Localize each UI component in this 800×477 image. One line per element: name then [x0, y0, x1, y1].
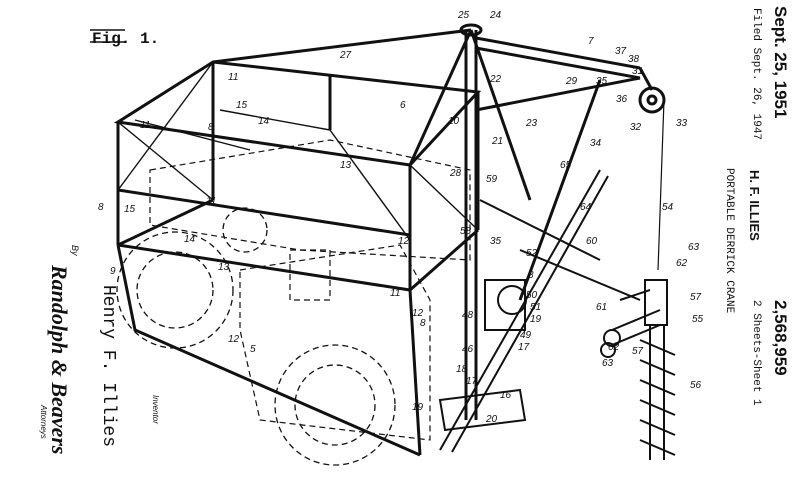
reference-numeral: 8	[420, 318, 426, 329]
attorneys-label: Attorneys	[39, 405, 48, 439]
reference-numeral: 56	[690, 380, 702, 391]
inventor-label: Inventor	[151, 395, 160, 424]
reference-numeral: 22	[489, 74, 502, 85]
inventor-name: Henry F. Illies	[98, 285, 118, 448]
reference-numeral: 8	[98, 202, 104, 213]
reference-numeral: 48	[462, 310, 474, 321]
reference-numeral: 12	[412, 308, 424, 319]
reference-numeral: 19	[412, 402, 424, 413]
reference-numeral: 11	[228, 72, 238, 83]
issue-date: Sept. 25, 1951	[771, 6, 790, 119]
reference-numeral: 15	[236, 100, 248, 111]
hoist-assembly	[438, 169, 641, 453]
reference-numeral: 46	[462, 344, 474, 355]
reference-numeral: 15	[124, 204, 136, 215]
reference-numeral: 49	[520, 330, 532, 341]
reference-numeral: 63	[602, 358, 614, 369]
reference-numeral: 34	[590, 138, 602, 149]
reference-numeral: 65	[560, 160, 572, 171]
auger	[600, 279, 676, 460]
reference-numeral: 17	[466, 376, 478, 387]
reference-numeral: 60	[586, 236, 598, 247]
inventor-header: H. F. ILLIES	[747, 170, 762, 241]
canopy-frame	[113, 60, 482, 457]
reference-numeral: 55	[692, 314, 704, 325]
reference-numeral: 57	[690, 292, 702, 303]
figure-label: Fig. 1.	[92, 30, 160, 48]
cable	[657, 99, 665, 271]
reference-numeral: 8	[208, 122, 214, 133]
reference-numeral: 62	[676, 258, 688, 269]
reference-numeral: 38	[628, 54, 640, 65]
reference-numeral: 5	[250, 344, 256, 355]
bracing	[117, 61, 479, 241]
steering-wheel	[222, 207, 268, 253]
reference-numeral: 14	[258, 116, 270, 127]
reference-numeral: 13	[218, 262, 230, 273]
reference-numeral: 21	[491, 136, 503, 147]
reference-numeral: 25	[457, 10, 470, 21]
reference-numeral: 54	[662, 202, 674, 213]
attorneys-signature: Randolph & Beavers	[47, 265, 72, 455]
reference-numeral: 7	[588, 36, 594, 47]
reference-numeral: 11	[390, 288, 400, 299]
filed-date: Filed Sept. 26, 1947	[750, 8, 762, 141]
reference-numeral: 57	[632, 346, 644, 357]
vehicle-body	[149, 139, 471, 441]
reference-numeral: 16	[500, 390, 512, 401]
reference-numeral: 6	[400, 100, 406, 111]
reference-numeral: 51	[530, 302, 541, 313]
reference-numeral: 50	[526, 290, 538, 301]
reference-numeral: 12	[228, 334, 240, 345]
patent-number: 2,568,959	[771, 300, 790, 376]
reference-numeral: 11	[140, 120, 150, 131]
reference-numeral: 29	[565, 76, 578, 87]
derrick-mast	[212, 23, 532, 420]
reference-numeral: 24	[489, 10, 502, 21]
reference-numeral: 62	[608, 342, 620, 353]
reference-numeral: 11	[206, 196, 216, 207]
reference-numeral: 12	[398, 236, 410, 247]
reference-numeral: 27	[339, 50, 352, 61]
sheet-count: 2 Sheets-Sheet 1	[750, 300, 762, 406]
reference-numeral: 37	[615, 46, 627, 57]
reference-numeral: 35	[596, 76, 608, 87]
reference-numeral: 13	[340, 160, 352, 171]
reference-numeral: 36	[616, 94, 628, 105]
reference-numeral: 31	[632, 66, 643, 77]
reference-numeral: 10	[448, 116, 460, 127]
reference-numeral: 32	[630, 122, 642, 133]
reference-numeral: 20	[485, 414, 498, 425]
reference-numeral: 14	[184, 234, 196, 245]
reference-numeral: 23	[525, 118, 538, 129]
patent-title: PORTABLE DERRICK CRANE	[723, 168, 735, 314]
reference-numeral: 28	[449, 168, 462, 179]
reference-numeral: 64	[580, 202, 592, 213]
reference-numeral: 58	[460, 226, 472, 237]
reference-numeral: 61	[596, 302, 607, 313]
reference-numeral: 8	[528, 270, 534, 281]
reference-numeral: 33	[676, 118, 688, 129]
reference-numeral: 17	[518, 342, 530, 353]
reference-numeral: 19	[530, 314, 542, 325]
reference-numeral: 59	[486, 174, 498, 185]
reference-numeral: 18	[456, 364, 468, 375]
fig-label-art	[90, 29, 125, 43]
reference-numeral: 63	[688, 242, 700, 253]
by-label: By	[70, 245, 80, 256]
reference-numeral: 9	[110, 266, 116, 277]
reference-numeral: 35	[490, 236, 502, 247]
front-wheel	[274, 344, 396, 466]
reference-numeral: 52	[526, 248, 538, 259]
